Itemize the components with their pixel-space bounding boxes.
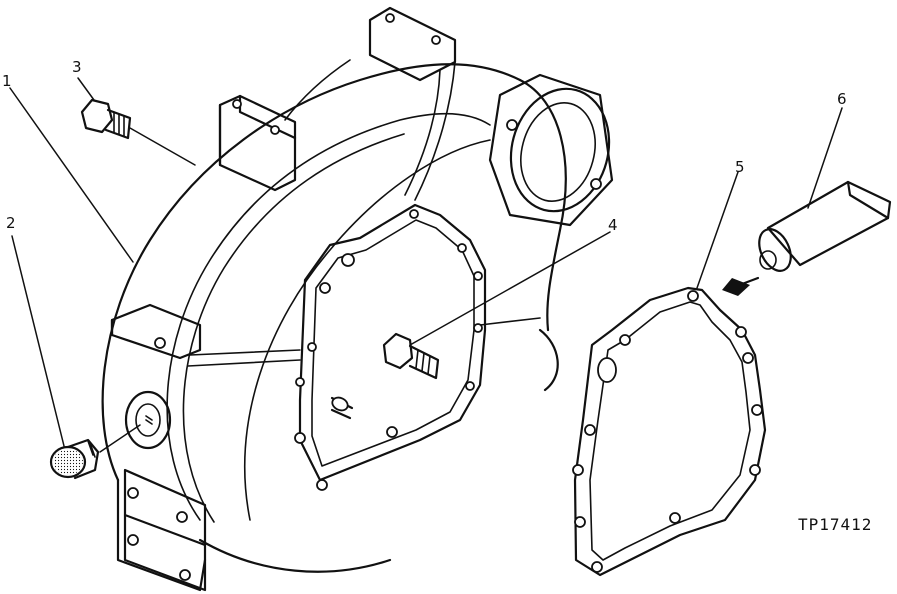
sealant-tube-6 <box>722 107 892 296</box>
callout-1: 1 <box>2 72 12 90</box>
plug-2 <box>49 424 141 480</box>
callout-4: 4 <box>608 216 618 234</box>
leader-1 <box>9 87 134 263</box>
leader-2 <box>11 235 65 447</box>
leader-3 <box>77 77 95 101</box>
callout-5: 5 <box>735 158 745 176</box>
cap-screw-3 <box>80 98 196 166</box>
flywheel-housing <box>101 6 614 592</box>
gasket-5 <box>572 171 767 577</box>
callout-6: 6 <box>837 90 847 108</box>
callout-3: 3 <box>72 58 82 76</box>
cap-screw-4 <box>382 231 611 380</box>
figure-code: TP17412 <box>798 515 872 534</box>
callout-2: 2 <box>6 214 16 232</box>
